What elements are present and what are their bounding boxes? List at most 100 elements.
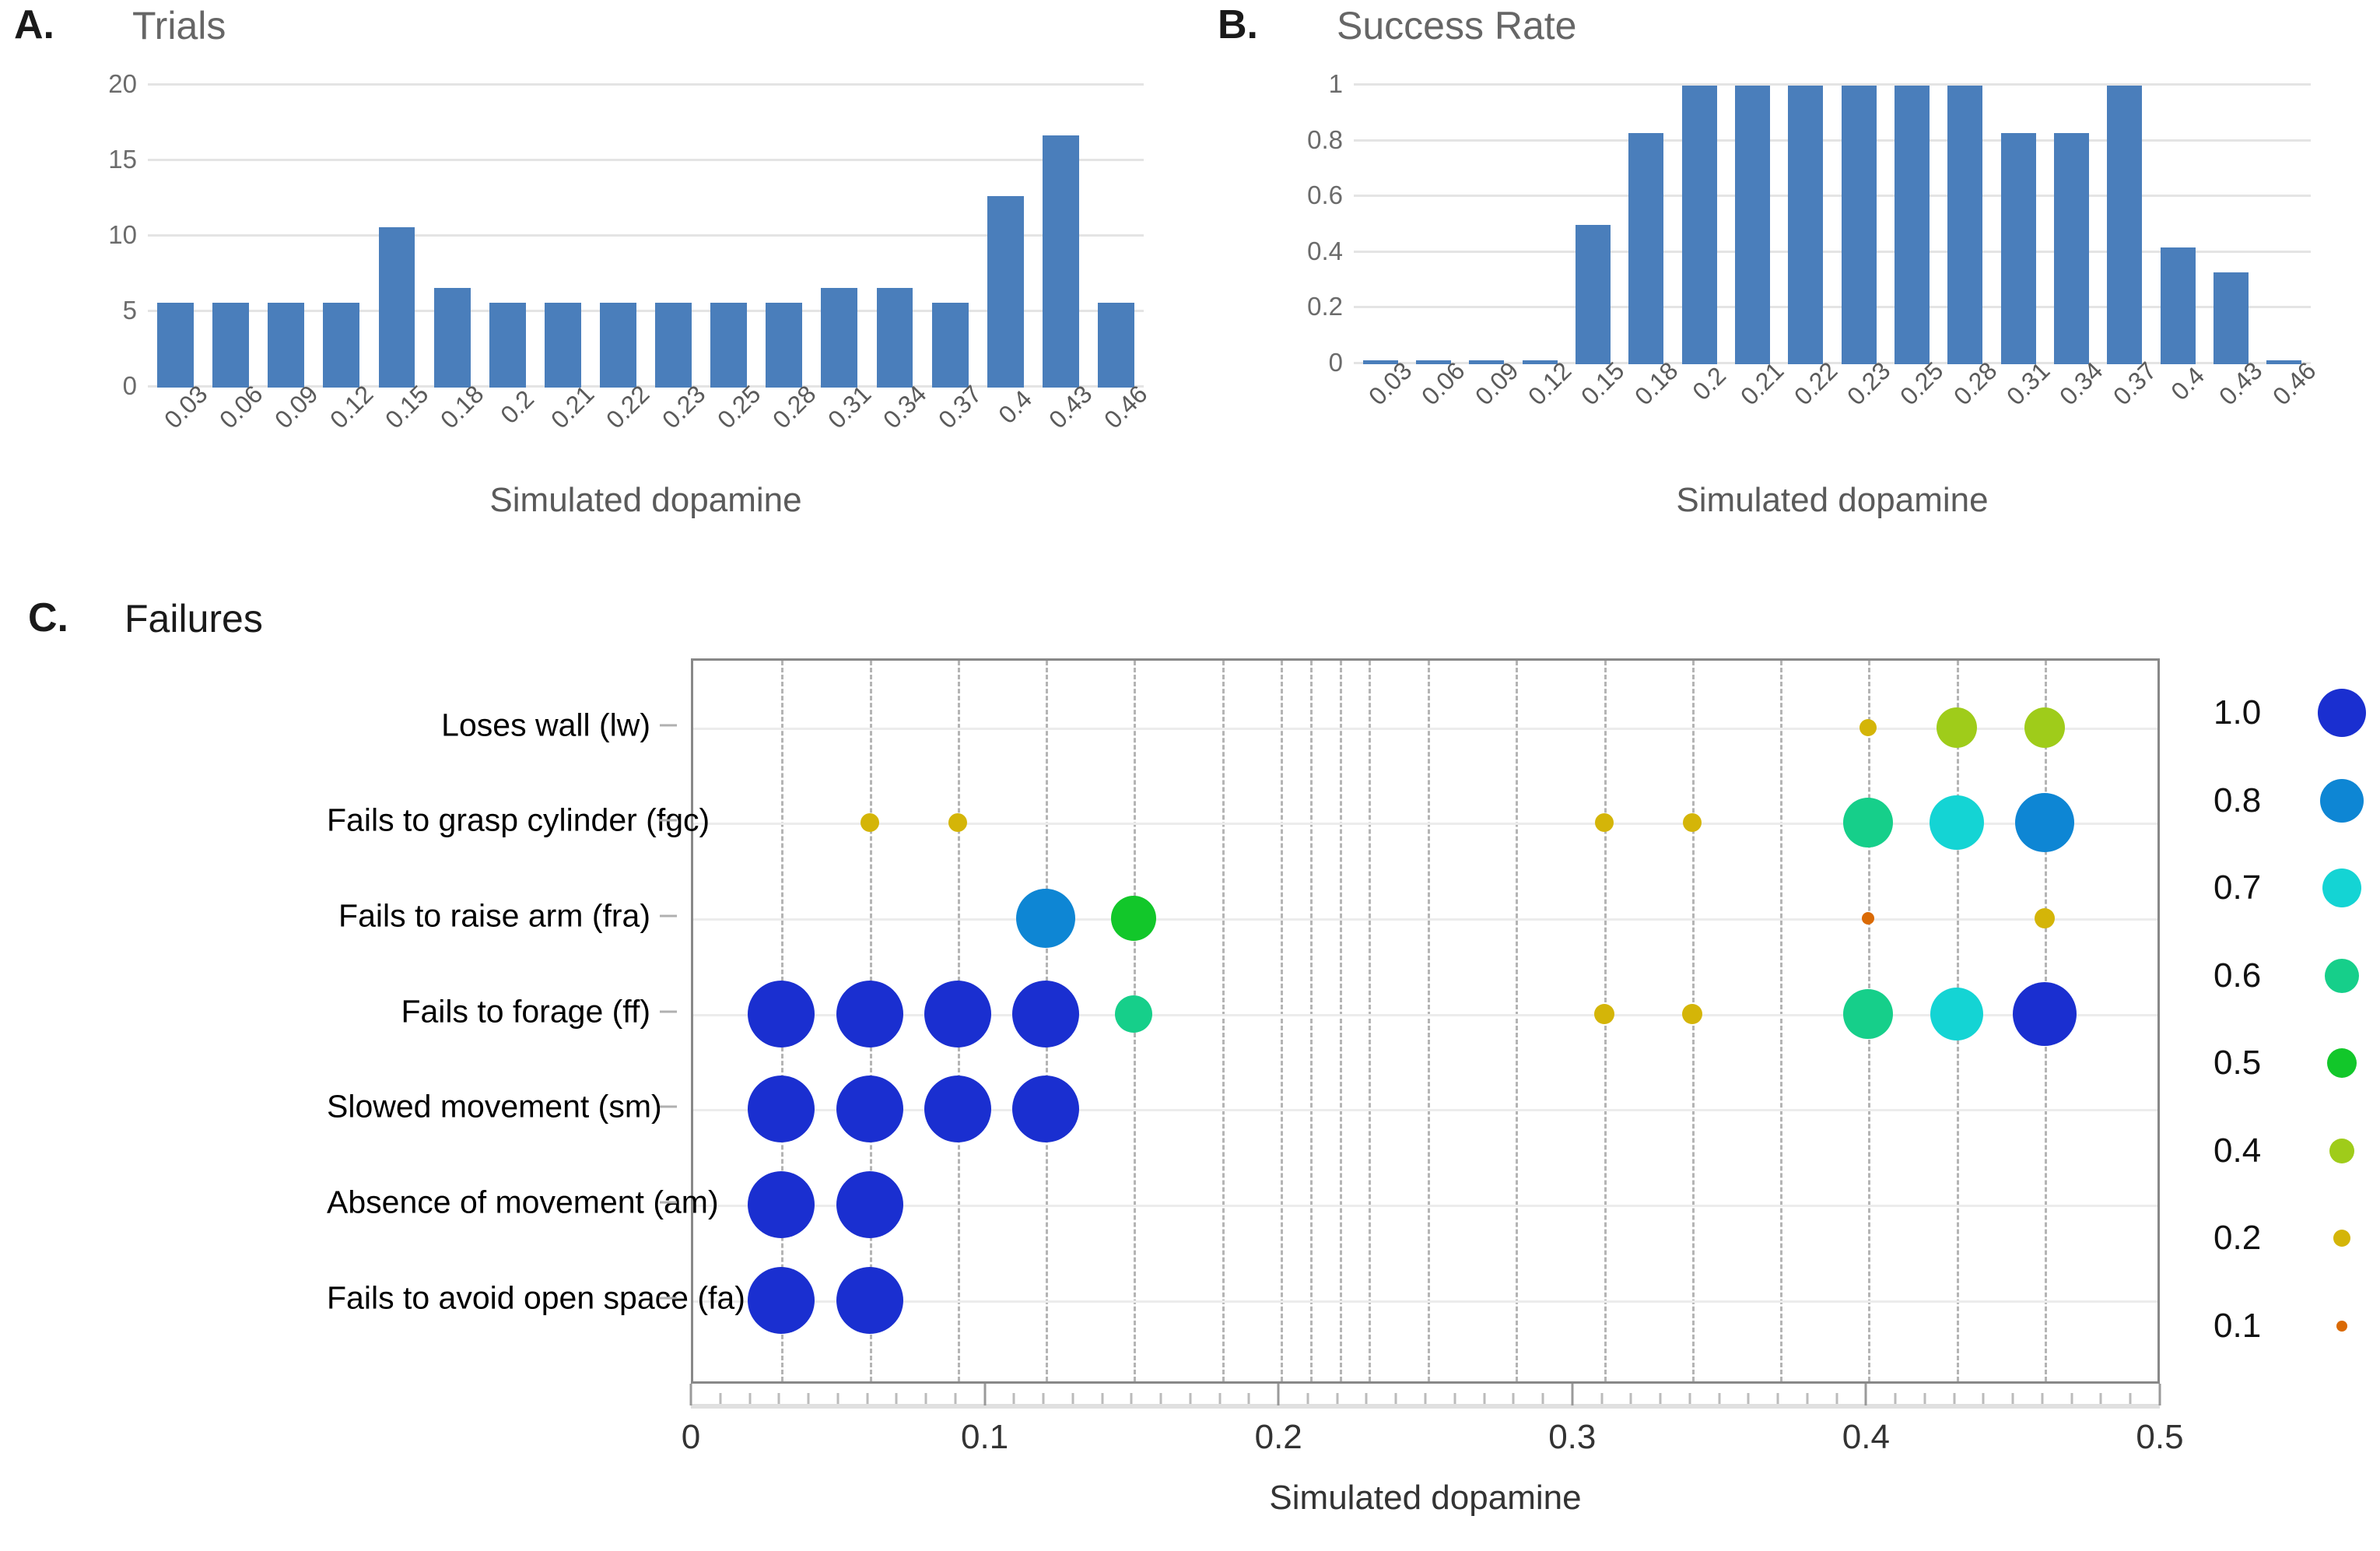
success-rate-x-tick-label: 0.03 <box>1363 356 1418 411</box>
trials-bar[interactable] <box>268 303 305 388</box>
success-rate-bar-slot <box>1939 86 1992 364</box>
trials-x-label-slot: 0.03 <box>148 380 212 433</box>
failures-bubble[interactable] <box>1843 988 1894 1039</box>
failures-bubble[interactable] <box>2034 908 2055 929</box>
failures-y-tick <box>660 724 677 727</box>
success-rate-bar[interactable] <box>1947 86 1983 364</box>
success-rate-bar[interactable] <box>1894 86 1930 364</box>
trials-bar[interactable] <box>212 303 250 388</box>
failures-x-minor-tick <box>1218 1393 1222 1404</box>
failures-bubble[interactable] <box>860 813 879 833</box>
failures-bubble[interactable] <box>836 1266 903 1334</box>
failures-x-minor-tick <box>1130 1393 1133 1404</box>
success-rate-bar[interactable] <box>1415 360 1452 364</box>
failures-bubble[interactable] <box>1929 795 1984 851</box>
failures-bubble[interactable] <box>836 1076 903 1143</box>
failures-x-axis-line <box>691 1404 2160 1409</box>
trials-bar[interactable] <box>157 303 195 388</box>
success-rate-bar[interactable] <box>2053 132 2089 364</box>
failures-x-minor-tick <box>1453 1393 1456 1404</box>
failures-bubble[interactable] <box>1682 813 1702 833</box>
trials-bar-slot <box>923 86 978 388</box>
success-rate-bar[interactable] <box>1469 360 1505 364</box>
failures-x-minor-tick <box>2129 1393 2132 1404</box>
success-rate-bar-slot <box>1566 86 1619 364</box>
success-rate-bar[interactable] <box>2213 272 2249 364</box>
trials-bar-slot <box>867 86 922 388</box>
failures-bubble[interactable] <box>1593 1003 1614 1024</box>
legend-value-label: 0.6 <box>2214 956 2262 995</box>
failures-bubble[interactable] <box>2014 793 2074 853</box>
failures-bubble[interactable] <box>1115 995 1153 1033</box>
trials-bar[interactable] <box>323 303 360 388</box>
failures-bubble[interactable] <box>748 1171 815 1238</box>
failures-bubble[interactable] <box>1859 718 1877 736</box>
failures-bubble[interactable] <box>1016 889 1076 949</box>
failures-bubble[interactable] <box>948 813 967 833</box>
failures-x-minor-tick <box>1923 1393 1926 1404</box>
failures-bubble[interactable] <box>836 980 903 1047</box>
trials-x-tick-label: 0.25 <box>711 379 766 434</box>
trials-bar[interactable] <box>987 195 1024 388</box>
failures-bubble[interactable] <box>1594 813 1614 833</box>
trials-bar[interactable] <box>821 287 858 388</box>
success-rate-bar[interactable] <box>1734 86 1770 364</box>
failures-x-axis-title: Simulated dopamine <box>1269 1479 1582 1517</box>
success-rate-bar[interactable] <box>2266 360 2302 364</box>
failures-vertical-gridline <box>1339 661 1342 1381</box>
success-rate-bar[interactable] <box>1841 86 1877 364</box>
failures-bubble[interactable] <box>748 980 815 1047</box>
trials-bar[interactable] <box>1097 303 1134 388</box>
success-rate-bar[interactable] <box>1681 86 1717 364</box>
success-rate-bar[interactable] <box>1362 360 1398 364</box>
trials-x-tick-label: 0.2 <box>495 384 540 430</box>
trials-bars <box>148 86 1144 388</box>
failures-x-minor-tick <box>1688 1393 1691 1404</box>
trials-bar[interactable] <box>433 287 471 388</box>
failures-bubble[interactable] <box>1930 987 1983 1040</box>
trials-gridline: 10 <box>108 220 1144 249</box>
trials-x-label-slot: 0.28 <box>756 380 821 433</box>
success-rate-bar[interactable] <box>1628 132 1664 364</box>
failures-bubble[interactable] <box>1843 798 1894 848</box>
failures-bubble[interactable] <box>1936 707 1977 748</box>
failures-bubble[interactable] <box>1012 980 1080 1047</box>
failures-bubble[interactable] <box>748 1266 815 1334</box>
failures-row-gridline <box>693 1013 2157 1016</box>
success-rate-x-tick-label: 0.4 <box>2165 361 2210 406</box>
trials-bar[interactable] <box>544 303 581 388</box>
success-rate-bar[interactable] <box>2107 86 2143 364</box>
failures-bubble[interactable] <box>2024 707 2065 748</box>
failures-bubble[interactable] <box>924 980 991 1047</box>
trials-bar[interactable] <box>599 303 636 388</box>
success-rate-bar[interactable] <box>1575 225 1611 364</box>
failures-bubble[interactable] <box>1111 896 1157 942</box>
trials-bar[interactable] <box>876 287 913 388</box>
failures-x-minor-tick <box>1189 1393 1192 1404</box>
failures-bubble[interactable] <box>836 1171 903 1238</box>
failures-bubble[interactable] <box>1012 1076 1080 1143</box>
success-rate-bar[interactable] <box>2160 247 2196 364</box>
failures-bubble[interactable] <box>1681 1003 1702 1024</box>
trials-x-label-slot: 0.12 <box>314 380 378 433</box>
legend-bubble-swatch <box>2320 778 2364 823</box>
failures-bubble[interactable] <box>1862 912 1875 925</box>
failures-bubble[interactable] <box>924 1076 991 1143</box>
trials-bar[interactable] <box>655 303 692 388</box>
failures-bubble[interactable] <box>748 1076 815 1143</box>
success-rate-x-tick-label: 0.28 <box>1947 356 2003 411</box>
failures-bubble[interactable] <box>2012 981 2077 1046</box>
success-rate-bar[interactable] <box>1788 86 1824 364</box>
trials-bar[interactable] <box>766 303 803 388</box>
trials-bar[interactable] <box>378 227 415 388</box>
trials-bar[interactable] <box>710 303 748 388</box>
success-rate-bar[interactable] <box>2000 132 2036 364</box>
trials-bar[interactable] <box>489 303 526 388</box>
failures-x-minor-tick <box>2011 1393 2014 1404</box>
success-rate-bar[interactable] <box>1522 360 1558 364</box>
failures-y-category-label: Fails to grasp cylinder (fgc) <box>327 802 710 838</box>
trials-bar[interactable] <box>1042 135 1079 388</box>
success-rate-gridline: 0.2 <box>1307 292 2311 321</box>
trials-bar[interactable] <box>931 303 969 388</box>
